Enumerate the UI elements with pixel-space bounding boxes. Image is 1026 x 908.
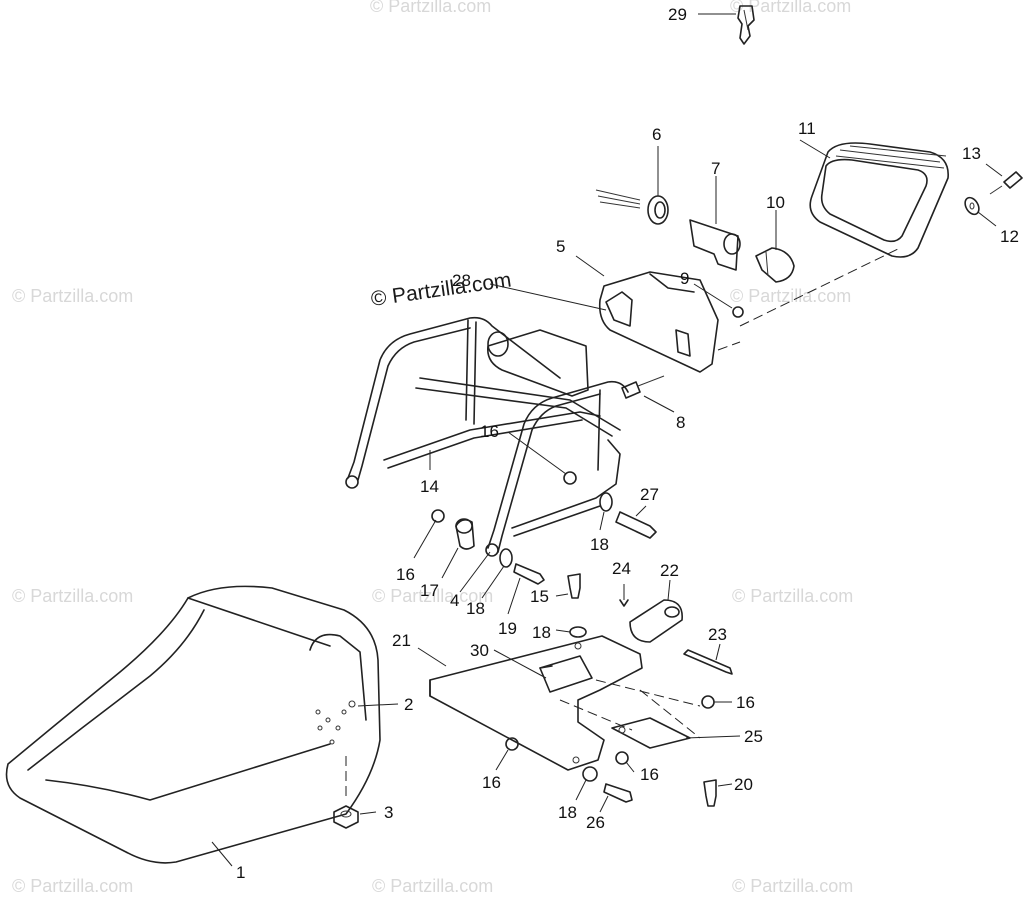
callout-29: 29: [668, 5, 687, 24]
watermark: © Partzilla.com: [730, 0, 851, 16]
callout-18c: 18: [532, 623, 551, 642]
callout-22: 22: [660, 561, 679, 580]
callout-4: 4: [450, 591, 459, 610]
part-19-bolt: [513, 563, 545, 585]
callout-16c: 16: [736, 693, 755, 712]
callout-23: 23: [708, 625, 727, 644]
callout-13: 13: [962, 144, 981, 163]
callout-9: 9: [680, 269, 689, 288]
callout-8: 8: [676, 413, 685, 432]
callout-30: 30: [470, 641, 489, 660]
part-22-clip: [629, 599, 683, 643]
part-21-bracket: [429, 635, 643, 771]
callout-1: 1: [236, 863, 245, 882]
watermark: © Partzilla.com: [370, 0, 491, 16]
callout-15: 15: [530, 587, 549, 606]
watermark: © Partzilla.com: [12, 876, 133, 896]
callout-25: 25: [744, 727, 763, 746]
callout-14: 14: [420, 477, 439, 496]
part-26-bolt: [603, 783, 633, 803]
part-3-nut: [333, 805, 359, 829]
callout-7: 7: [711, 159, 720, 178]
part-30-label: [539, 665, 553, 669]
callout-11: 11: [798, 119, 816, 138]
callout-16b: 16: [396, 565, 415, 584]
callout-26: 26: [586, 813, 605, 832]
watermark: © Partzilla.com: [730, 286, 851, 306]
callout-18b: 18: [466, 599, 485, 618]
leader-lines: [211, 13, 1003, 867]
callout-3: 3: [384, 803, 393, 822]
watermark: © Partzilla.com: [12, 286, 133, 306]
callout-28: 28: [452, 271, 471, 290]
part-14-rack: [345, 316, 629, 557]
part-10-bulb: [755, 247, 795, 283]
part-29-connector: [737, 5, 755, 45]
part-17-spacer: [455, 518, 475, 550]
callout-21: 21: [392, 631, 411, 650]
callout-16a: 16: [480, 422, 499, 441]
callouts: 29 6 7 10 11 13 12 5 9 28 8 14 16 27 18 …: [236, 5, 1019, 882]
watermark: © Partzilla.com: [372, 876, 493, 896]
callout-12: 12: [1000, 227, 1019, 246]
part-7-gasket: [689, 219, 741, 271]
watermark: © Partzilla.com: [12, 586, 133, 606]
part-24-pin: [619, 599, 629, 607]
part-23-pin: [683, 649, 733, 675]
callout-18a: 18: [590, 535, 609, 554]
part-9-nut: [732, 306, 744, 318]
seat-holes: [315, 700, 356, 745]
callout-18d: 18: [558, 803, 577, 822]
part-20-bolt: [703, 779, 717, 807]
callout-5: 5: [556, 237, 565, 256]
callout-17: 17: [420, 581, 439, 600]
part-18-washer: [499, 492, 613, 782]
watermark-layer: © Partzilla.com © Partzilla.com © Partzi…: [12, 0, 853, 896]
part-1-seat: [5, 585, 381, 864]
watermark: © Partzilla.com: [732, 586, 853, 606]
callout-20: 20: [734, 775, 753, 794]
part-5-housing: [598, 271, 719, 373]
partzilla-watermark: © Partzilla.com: [369, 268, 512, 310]
callout-6: 6: [652, 125, 661, 144]
part-12-washer: [964, 196, 980, 216]
callout-10: 10: [766, 193, 785, 212]
callout-19: 19: [498, 619, 517, 638]
part-8-screw: [621, 375, 665, 399]
part-15-bolt: [567, 573, 581, 599]
part-25-plate: [611, 717, 691, 749]
watermark: © Partzilla.com: [732, 876, 853, 896]
part-27-bolt: [615, 511, 657, 539]
watermark: © Partzilla.com: [372, 586, 493, 606]
callout-27: 27: [640, 485, 659, 504]
callout-24: 24: [612, 559, 631, 578]
callout-2: 2: [404, 695, 413, 714]
part-6-socket: [595, 189, 669, 225]
callout-16e: 16: [640, 765, 659, 784]
part-13-screw: [989, 171, 1023, 195]
callout-16d: 16: [482, 773, 501, 792]
part-11-lens: [809, 142, 949, 258]
